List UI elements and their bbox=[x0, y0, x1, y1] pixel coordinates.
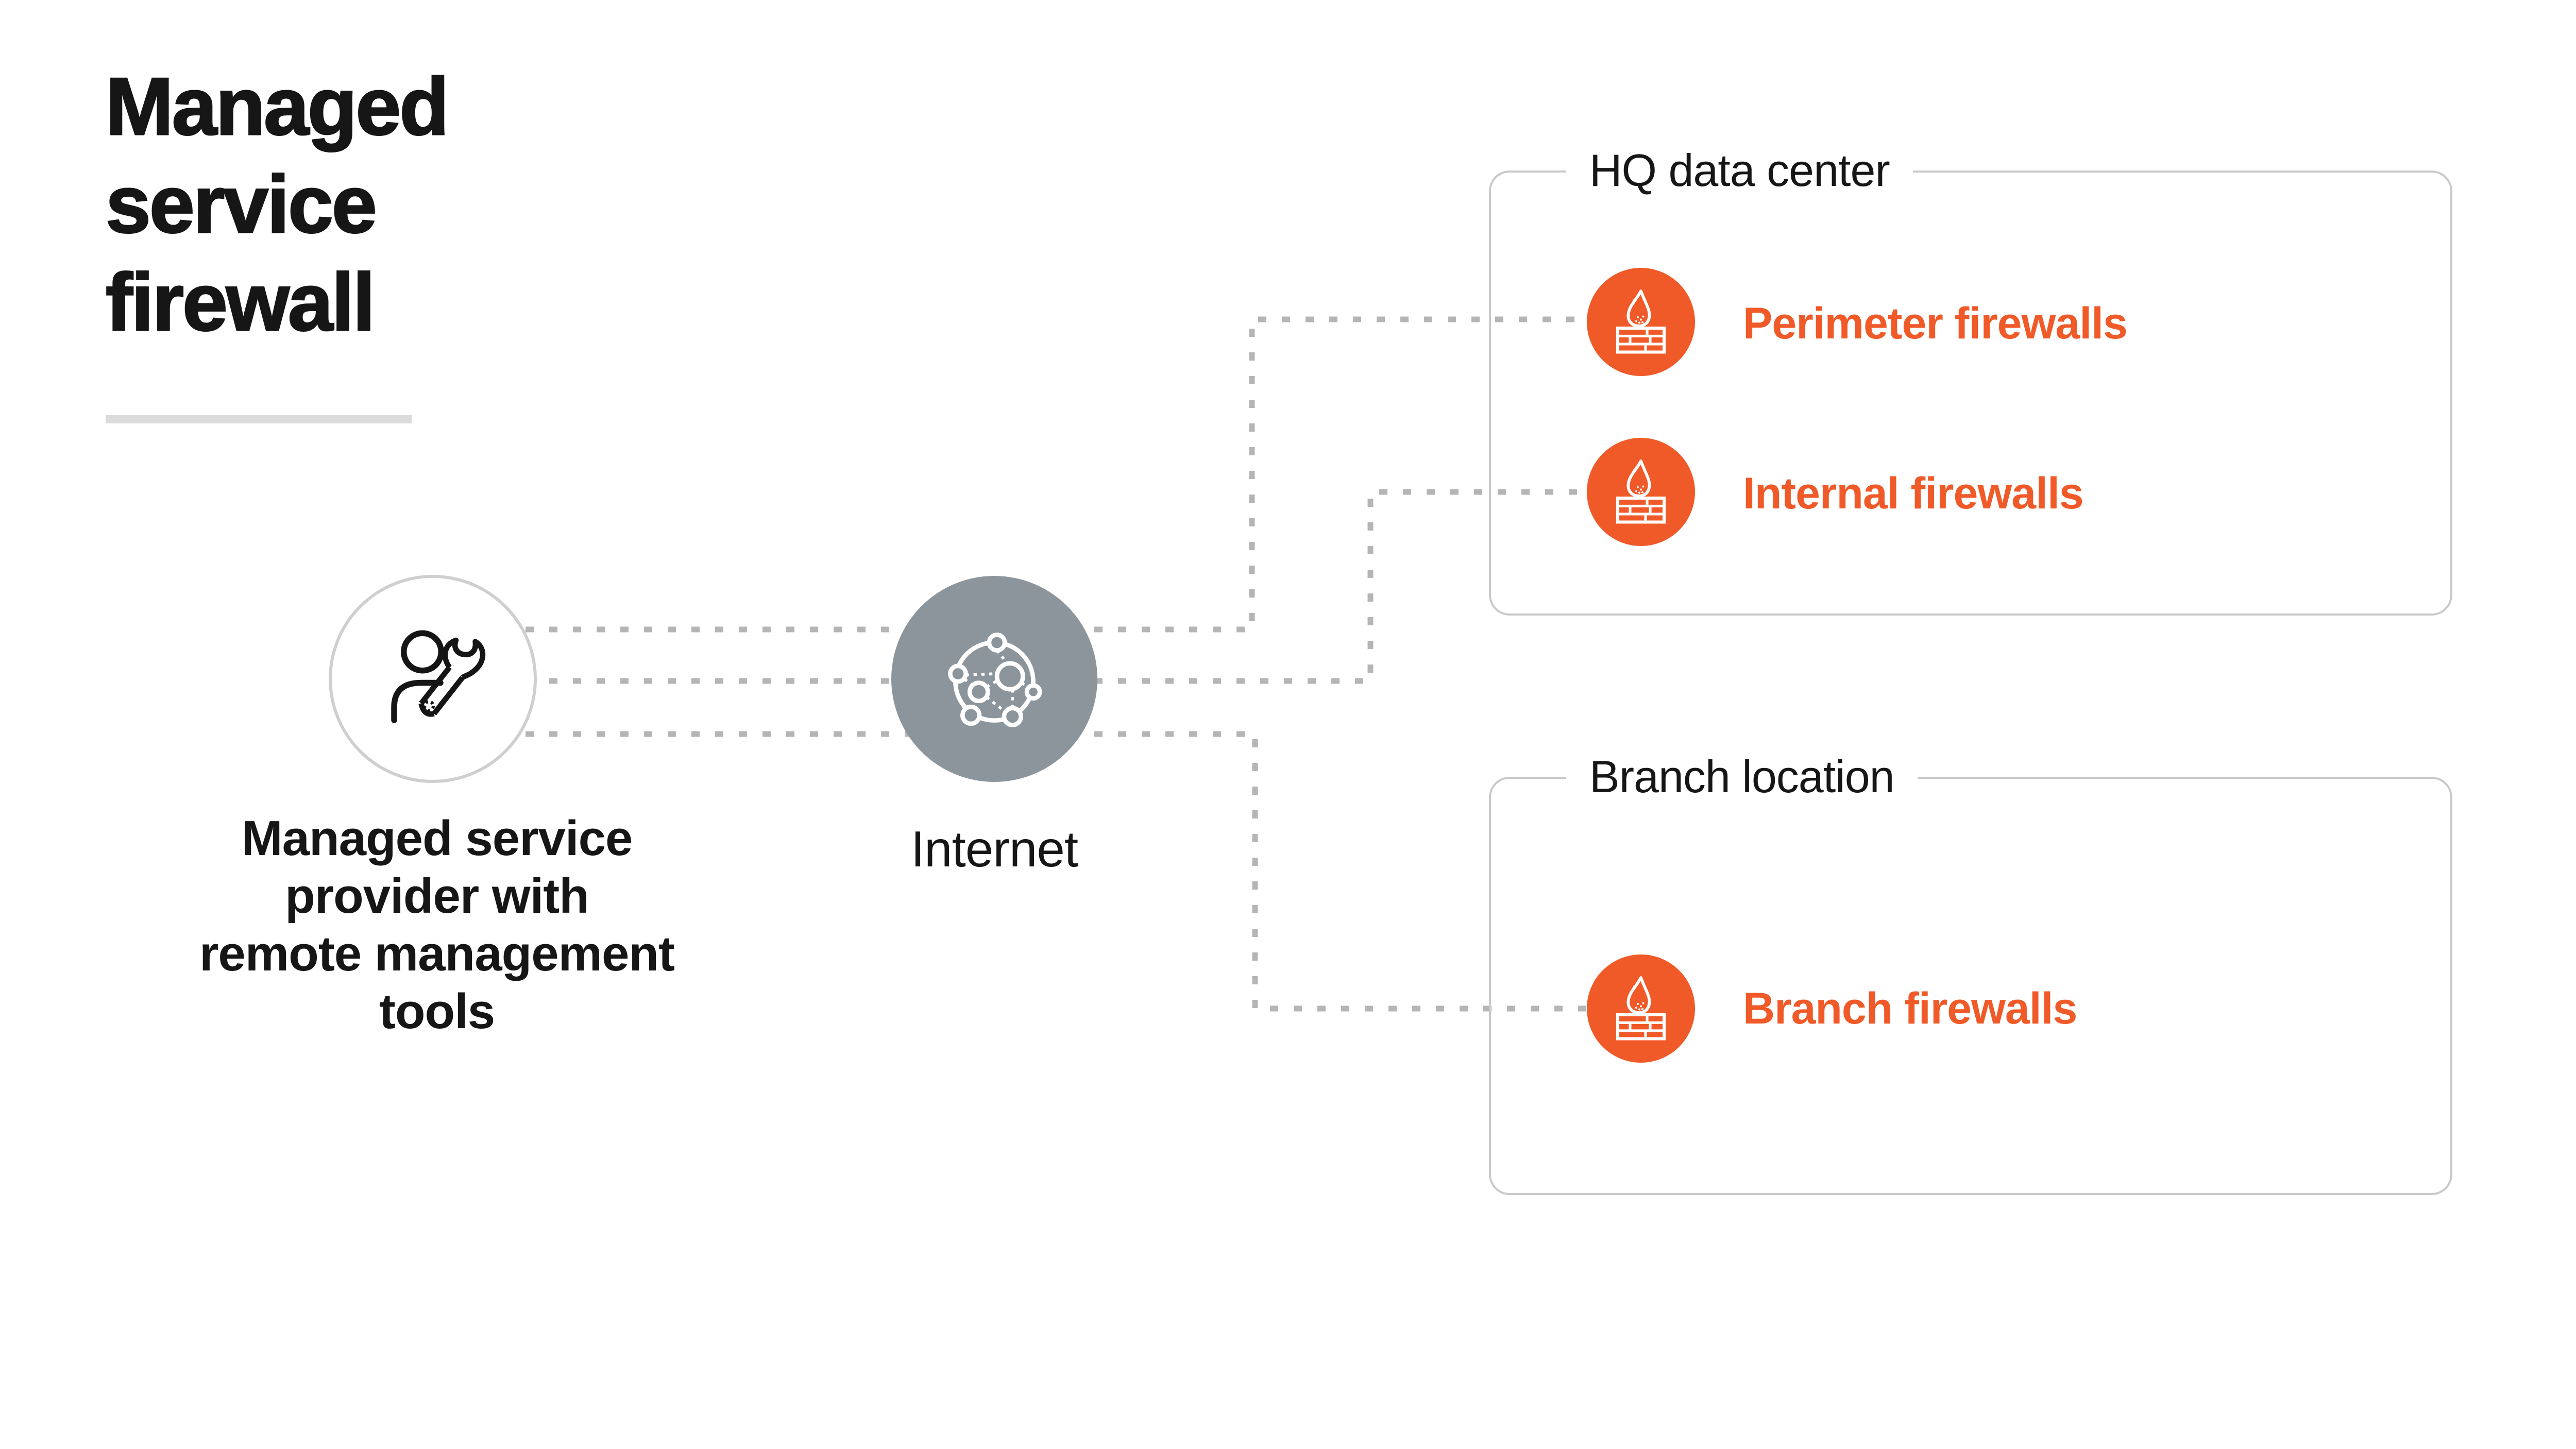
hq-data-center-label: HQ data center bbox=[1566, 145, 1913, 196]
provider-label: Managed service provider with remote man… bbox=[199, 811, 675, 1039]
hq-data-center-box bbox=[1489, 171, 2452, 616]
firewall-icon bbox=[1616, 976, 1666, 1041]
internal-firewall-node bbox=[1587, 438, 1695, 546]
internet-node bbox=[891, 576, 1097, 782]
perimeter-firewall-node bbox=[1587, 268, 1695, 376]
internal-firewalls-label: Internal firewalls bbox=[1743, 469, 2084, 518]
connector-provider-to-perimeter bbox=[526, 316, 1587, 633]
branch-firewalls-label: Branch firewalls bbox=[1743, 984, 2077, 1033]
branch-location-label: Branch location bbox=[1566, 751, 1918, 803]
branch-location-box bbox=[1489, 777, 2452, 1195]
provider-node bbox=[329, 575, 537, 783]
internet-label: Internet bbox=[910, 821, 1078, 877]
firewall-icon bbox=[1616, 289, 1666, 354]
page-title: Managed service firewall bbox=[105, 61, 450, 349]
connector-provider-to-internal bbox=[526, 489, 1587, 684]
person-wrench-icon bbox=[391, 630, 486, 723]
title-divider bbox=[106, 415, 412, 423]
perimeter-firewalls-label: Perimeter firewalls bbox=[1743, 299, 2128, 348]
branch-firewall-node bbox=[1587, 954, 1695, 1063]
network-icon bbox=[948, 633, 1042, 727]
firewall-icon bbox=[1616, 459, 1666, 524]
